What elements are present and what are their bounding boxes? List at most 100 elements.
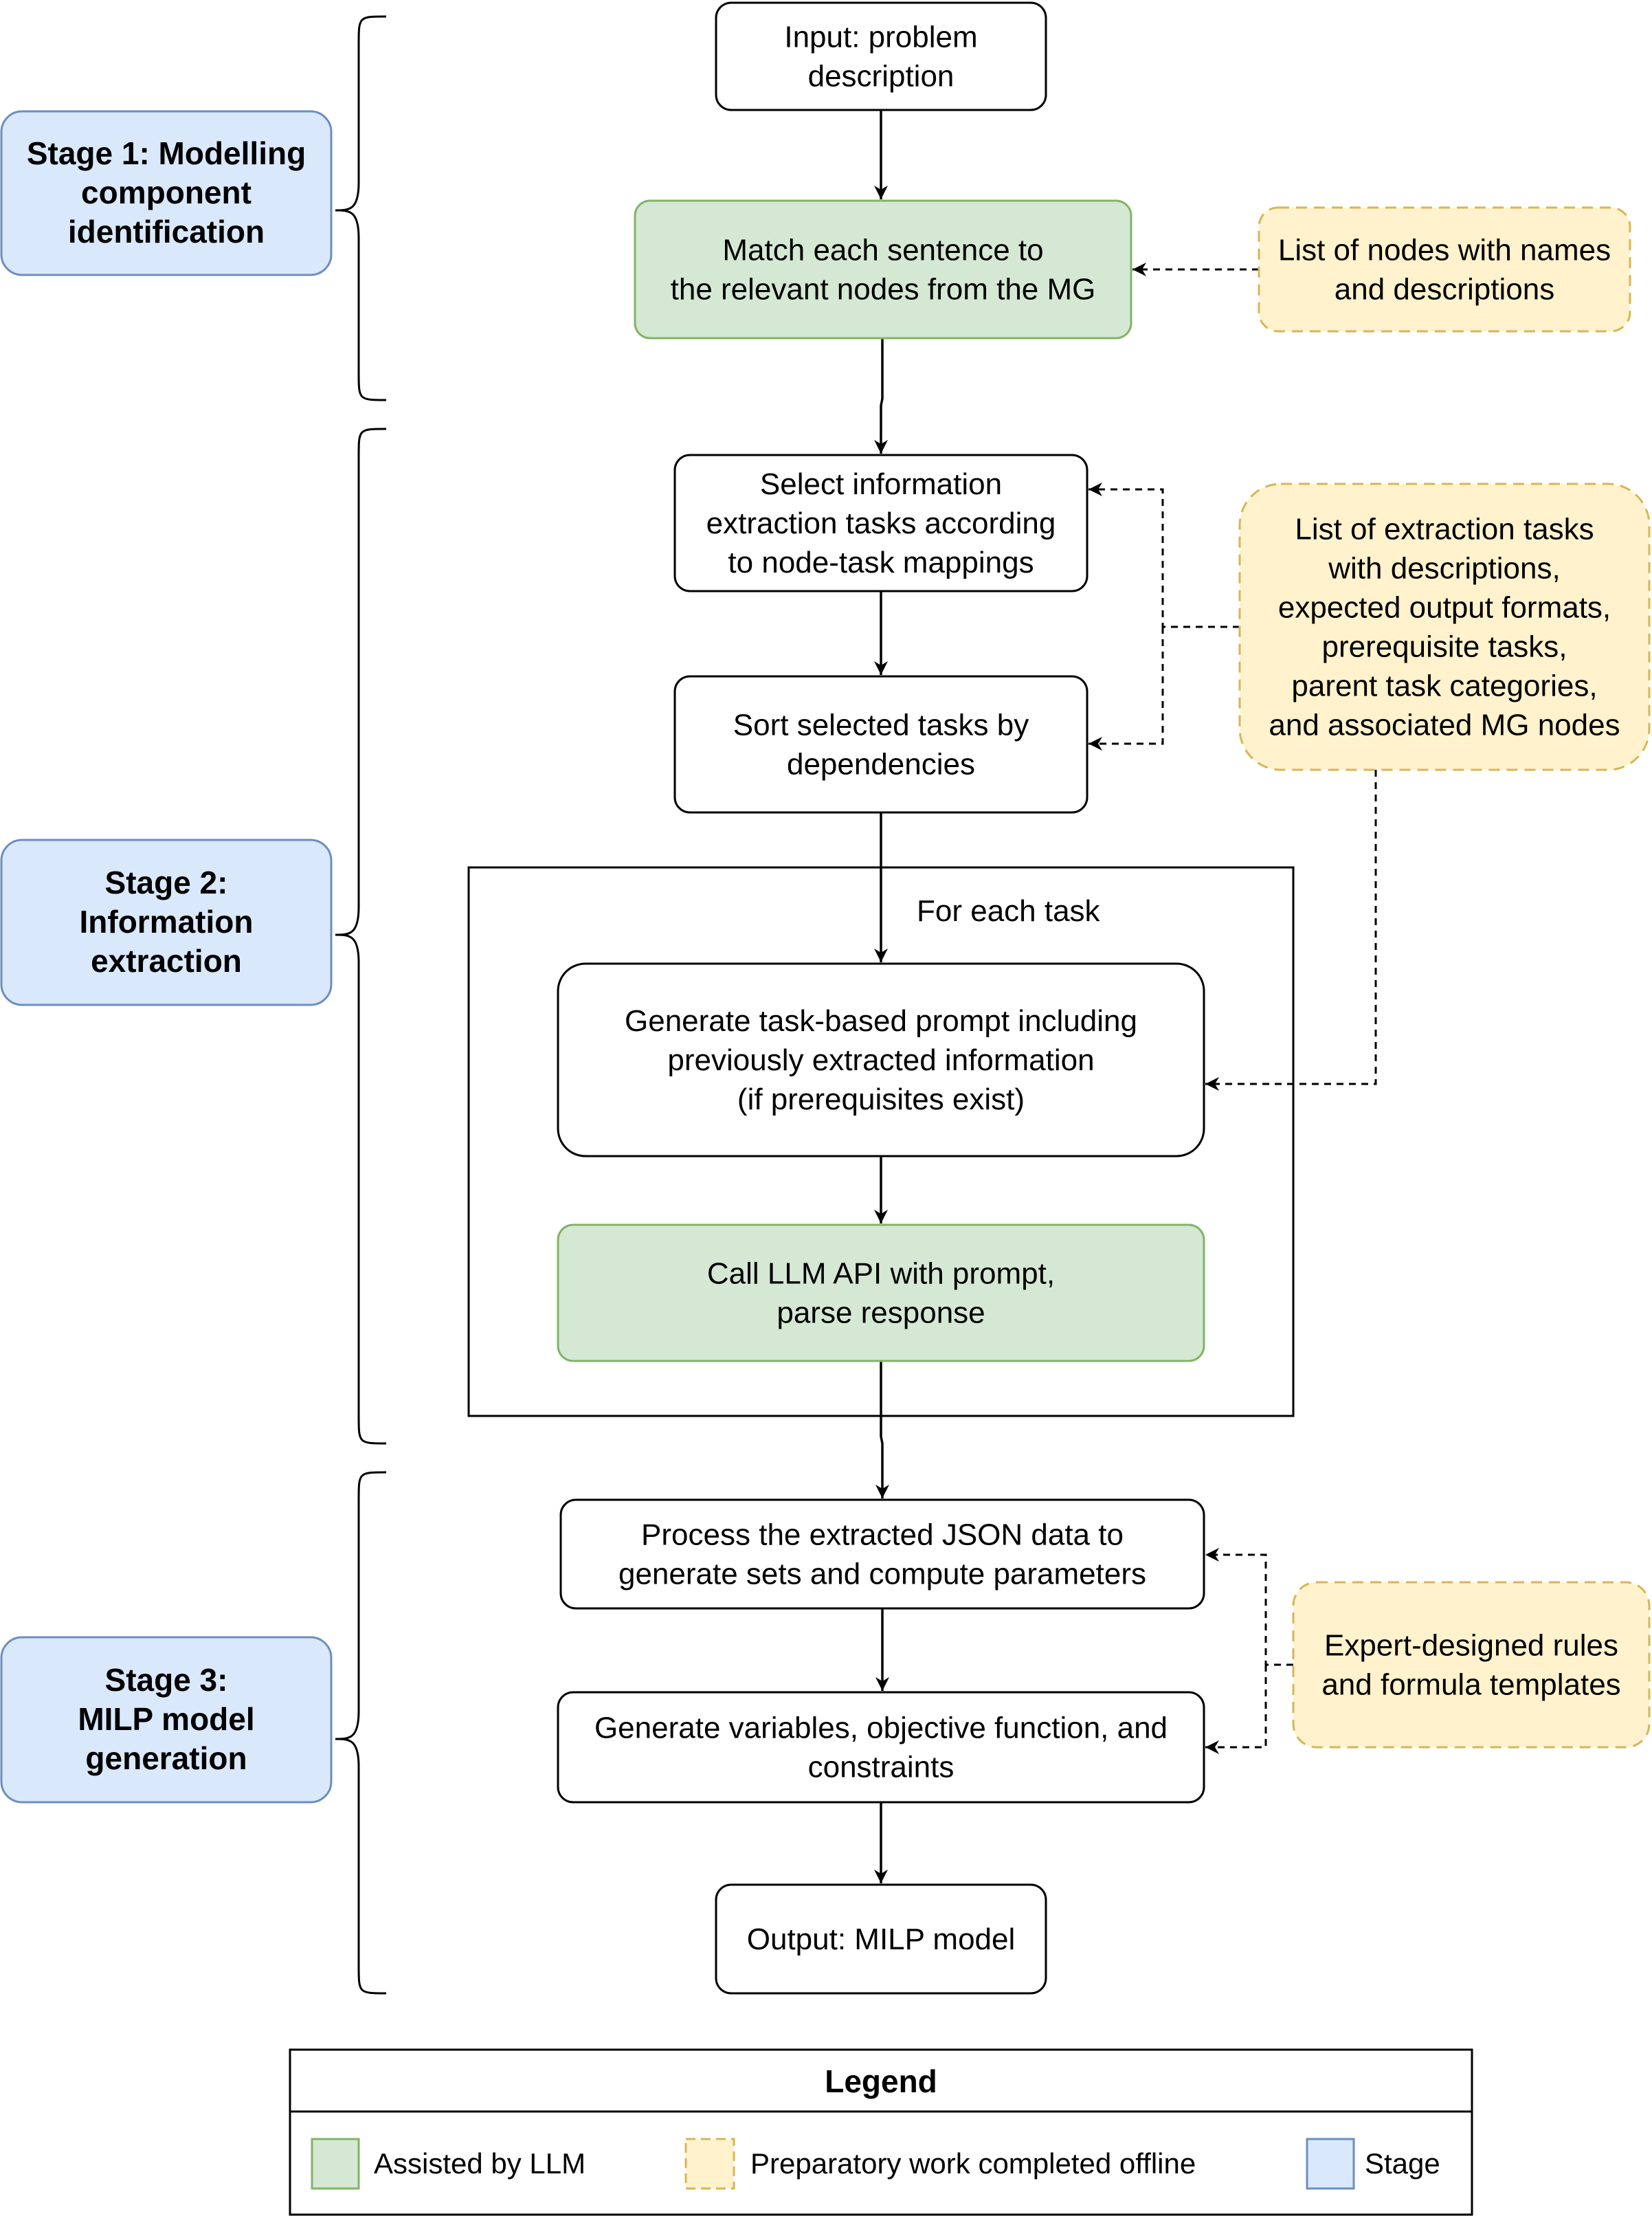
text-line: extraction tasks according bbox=[706, 507, 1056, 540]
text-line: Sort selected tasks by bbox=[733, 709, 1029, 742]
edge-rules-to-gen-vars bbox=[1205, 1665, 1267, 1754]
nodes-list-box bbox=[1258, 206, 1631, 333]
legend-frame bbox=[289, 2048, 1473, 2216]
text-line: Input: problem bbox=[784, 21, 977, 54]
rules-box bbox=[1292, 1581, 1651, 1749]
gen-vars-label: Generate variables, objective function, … bbox=[594, 1711, 1168, 1784]
node-input: Input: problem description bbox=[715, 1, 1047, 111]
process-label: Process the extracted JSON data to genera… bbox=[618, 1518, 1146, 1591]
edges bbox=[874, 110, 1377, 1883]
text-line: Generate task-based prompt including bbox=[625, 1004, 1137, 1038]
edge-tasks-list-to-select bbox=[1089, 483, 1240, 628]
gen-vars-box bbox=[557, 1691, 1205, 1804]
match-label: Match each sentence to the relevant nodes… bbox=[671, 234, 1096, 307]
node-process: Process the extracted JSON data to genera… bbox=[559, 1498, 1205, 1610]
text-line: component bbox=[81, 175, 252, 210]
text-line: Call LLM API with prompt, bbox=[707, 1257, 1055, 1291]
text-line: Expert-designed rules bbox=[1324, 1629, 1618, 1663]
edge-match-to-select bbox=[874, 338, 888, 454]
text-line: Match each sentence to bbox=[722, 234, 1043, 267]
text-line: Stage 2: bbox=[105, 865, 228, 900]
text-line: Output: MILP model bbox=[747, 1923, 1016, 1956]
node-generate-prompt: Generate task-based prompt including prev… bbox=[557, 962, 1205, 1157]
edge-rules-to-process bbox=[1205, 1548, 1293, 1666]
node-select: Select information extraction tasks accor… bbox=[673, 454, 1089, 592]
legend-swatch-offline bbox=[684, 2138, 735, 2190]
text-line: generate sets and compute parameters bbox=[618, 1558, 1146, 1591]
edge-tasks-list-to-sort bbox=[1089, 627, 1164, 751]
stage3-brace bbox=[335, 1471, 387, 1995]
node-nodes-list: List of nodes with names and descriptions bbox=[1258, 206, 1631, 333]
output-box bbox=[715, 1883, 1047, 1995]
stage-braces bbox=[335, 15, 387, 1995]
node-rules: Expert-designed rules and formula templat… bbox=[1292, 1581, 1651, 1749]
tasks-list-label: List of extraction tasks with description… bbox=[1269, 513, 1620, 742]
stage-1: Stage 1: Modelling component identificatio… bbox=[0, 110, 333, 276]
process-box bbox=[559, 1498, 1205, 1610]
stage3-box bbox=[0, 1636, 333, 1804]
legend-label-offline: Preparatory work completed offline bbox=[750, 2147, 1196, 2180]
legend-label-stage: Stage bbox=[1365, 2147, 1440, 2180]
text-line: Process the extracted JSON data to bbox=[641, 1518, 1124, 1552]
call-llm-box bbox=[557, 1223, 1205, 1362]
legend-label-llm: Assisted by LLM bbox=[374, 2147, 585, 2180]
node-sort: Sort selected tasks by dependencies bbox=[673, 675, 1089, 814]
sort-box bbox=[673, 675, 1089, 814]
text-line: Select information bbox=[760, 467, 1002, 501]
call-llm-label: Call LLM API with prompt,parse response bbox=[707, 1257, 1055, 1330]
rules-label: Expert-designed rules and formula templat… bbox=[1321, 1629, 1620, 1702]
legend-swatch-llm bbox=[311, 2138, 360, 2190]
node-output: Output: MILP model bbox=[715, 1883, 1047, 1995]
tasks-list-box bbox=[1238, 483, 1651, 771]
nodes-list-label: List of nodes with names and descriptions bbox=[1278, 234, 1611, 307]
node-tasks-list: List of extraction tasks with description… bbox=[1238, 483, 1651, 771]
text-line: dependencies bbox=[787, 748, 975, 782]
select-label: Select information extraction tasks accor… bbox=[706, 467, 1056, 579]
generate-prompt-box bbox=[557, 962, 1205, 1157]
text-line: and formula templates bbox=[1321, 1668, 1620, 1702]
text-line: Stage 3: bbox=[105, 1662, 228, 1698]
text-line: to node-task mappings bbox=[728, 546, 1034, 579]
stage1-brace bbox=[335, 15, 387, 401]
text-line: the relevant nodes from the MG bbox=[671, 273, 1096, 307]
text-line: parent task categories, bbox=[1291, 669, 1597, 703]
node-match: Match each sentence to the relevant nodes… bbox=[634, 199, 1132, 340]
sort-label: Sort selected tasks by dependencies bbox=[733, 709, 1029, 782]
text-line: and descriptions bbox=[1335, 273, 1554, 307]
node-call-llm: Call LLM API with prompt,parse response bbox=[557, 1223, 1205, 1362]
stage2-box bbox=[0, 839, 333, 1006]
text-line: extraction bbox=[91, 943, 242, 979]
text-line: expected output formats, bbox=[1278, 591, 1611, 625]
loop-label: For each task bbox=[917, 894, 1101, 928]
text-line: description bbox=[808, 60, 955, 93]
text-line: previously extracted information bbox=[667, 1043, 1094, 1077]
text-line: (if prerequisites exist) bbox=[737, 1083, 1025, 1116]
text-line: Information bbox=[80, 904, 254, 940]
text-line: List of nodes with names bbox=[1278, 234, 1611, 267]
text-line: Generate variables, objective function, … bbox=[594, 1711, 1168, 1745]
match-box bbox=[634, 199, 1132, 340]
text-line: with descriptions, bbox=[1328, 552, 1560, 586]
text-line: identification bbox=[68, 214, 265, 250]
legend: Legend Assisted by LLM Preparatory work … bbox=[289, 2048, 1473, 2216]
text-line: prerequisite tasks, bbox=[1321, 630, 1567, 664]
text-line: List of extraction tasks bbox=[1295, 513, 1594, 546]
text-line: constraints bbox=[808, 1751, 955, 1784]
stage1-box bbox=[0, 110, 333, 276]
text-line: Stage 1: Modelling bbox=[27, 135, 306, 171]
select-box bbox=[673, 454, 1089, 592]
text-line: and associated MG nodes bbox=[1269, 709, 1620, 742]
legend-title: Legend bbox=[825, 2063, 937, 2099]
node-gen-vars: Generate variables, objective function, … bbox=[557, 1691, 1205, 1804]
stage1-label: Stage 1: Modelling component identificatio… bbox=[27, 135, 306, 250]
stage2-brace bbox=[335, 428, 387, 1445]
input-label: Input: problem description bbox=[784, 21, 977, 93]
output-label: Output: MILP model bbox=[747, 1923, 1016, 1956]
edge-tasks-list-to-generate-prompt bbox=[1205, 770, 1377, 1091]
text-line: MILP model bbox=[78, 1701, 254, 1737]
edge-call-llm-to-process bbox=[875, 1361, 889, 1498]
text-line: generation bbox=[85, 1740, 247, 1776]
